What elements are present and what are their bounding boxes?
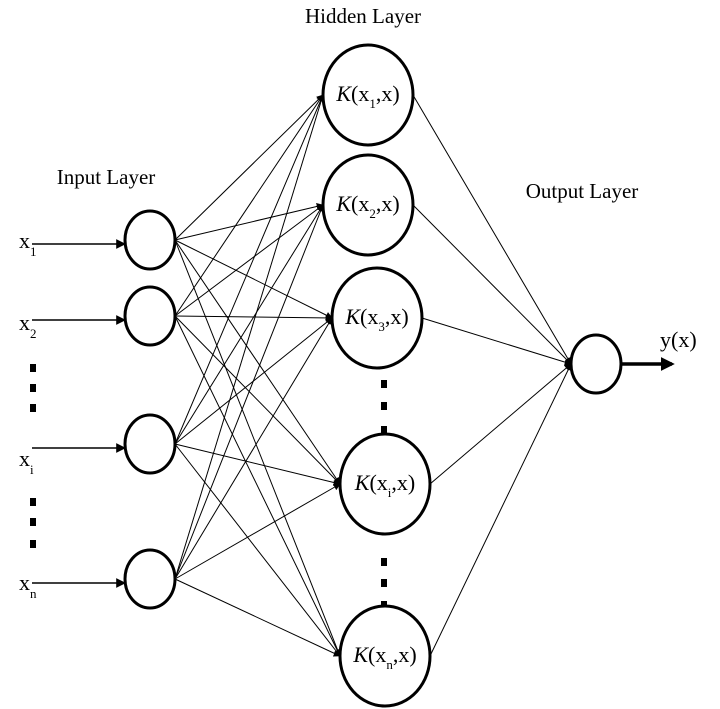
hidden-node-1 [321,43,415,147]
input-lower-dot-1 [30,498,36,506]
input-node-1 [123,209,177,271]
input-upper-dot-3 [30,404,36,412]
input-label-1: x1 [19,228,37,259]
hidden-node-4 [338,432,432,536]
edge-input-3-hidden-4 [174,443,341,486]
input-label-4: xn [19,570,37,601]
edge-input-4-hidden-5 [174,578,341,657]
edge-hidden-5-output [429,363,572,657]
output-node [569,333,623,395]
edge-input-4-hidden-4 [174,483,341,580]
nodes [123,43,623,708]
edge-input-1-hidden-5 [174,239,341,657]
edge-input-3-hidden-2 [174,204,324,445]
hidden-node-3 [330,266,424,370]
hidden-upper-dot-3 [381,426,387,434]
ellipsis-dots [30,364,387,609]
edge-input-1-hidden-2 [174,203,324,241]
input-lower-dot-3 [30,540,36,548]
edge-input-3-hidden-5 [174,443,341,657]
labels: x1 x2 xi xn K(x1,x) K(x2,x) K(x3,x) K(xi,x) K(xn… [19,81,697,672]
edge-input-4-hidden-3 [174,317,333,580]
edge-hidden-2-output [412,204,572,365]
edge-input-2-hidden-5 [174,315,341,657]
hidden-node-5 [338,604,432,708]
input-node-3 [123,413,177,475]
hidden-label-1: K(x1,x) [335,81,399,111]
edge-input-2-hidden-4 [174,315,341,485]
output-label: y(x) [660,327,697,352]
edge-hidden-1-output [412,94,572,365]
hidden-lower-dot-2 [381,579,387,587]
edge-hidden-4-output [429,363,572,485]
edge-input-2-hidden-2 [174,204,324,317]
hidden-upper-dot-1 [381,380,387,388]
input-node-2 [123,285,177,347]
hidden-label-5: K(xn,x) [352,642,416,672]
input-layer-title: Input Layer [57,165,156,189]
input-upper-dot-1 [30,364,36,372]
hidden-label-3: K(x3,x) [344,304,408,334]
hidden-label-2: K(x2,x) [335,191,399,221]
edge-input-3-hidden-1 [174,94,324,445]
input-lower-dot-2 [30,518,36,526]
edge-input-2-hidden-1 [174,94,324,317]
edge-input-1-hidden-1 [174,94,324,241]
input-label-3: xi [19,446,34,477]
input-label-2: x2 [19,310,37,341]
input-node-4 [123,548,177,610]
hidden-node-2 [321,153,415,257]
hidden-label-4: K(xi,x) [354,470,415,500]
hidden-upper-dot-2 [381,402,387,410]
connections [32,94,675,657]
edge-input-1-hidden-4 [174,239,341,485]
hidden-layer-title: Hidden Layer [305,4,421,28]
edge-input-1-hidden-3 [174,239,333,319]
hidden-lower-dot-1 [381,558,387,566]
edge-hidden-3-output [421,317,572,366]
input-upper-dot-2 [30,384,36,392]
output-layer-title: Output Layer [526,179,639,203]
edge-input-4-hidden-1 [174,94,325,580]
edge-input-4-hidden-2 [174,204,324,580]
